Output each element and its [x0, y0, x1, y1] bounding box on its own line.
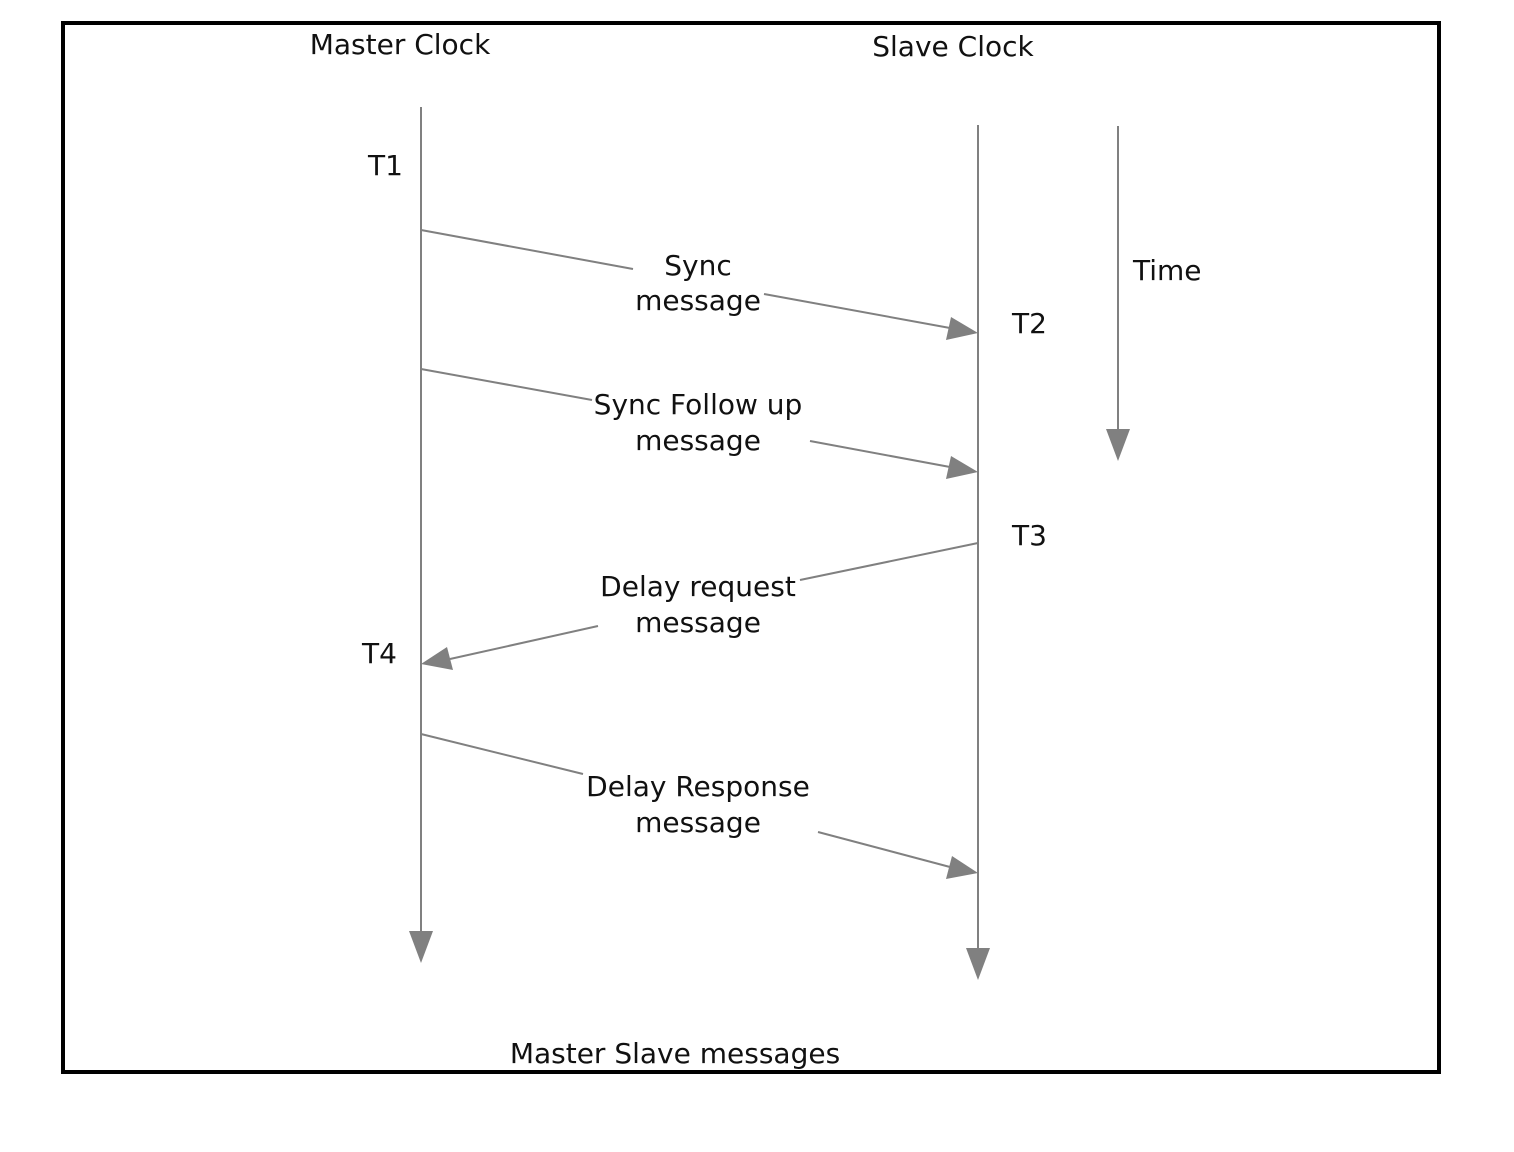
delay-request-arrow-segment-2	[449, 625, 599, 660]
timestamp-t1: T1	[367, 149, 403, 182]
sync-message-arrow-segment-2	[763, 293, 951, 329]
time-label: Time	[1132, 254, 1202, 287]
sync-message-label-line2: message	[635, 284, 761, 317]
slave-clock-label: Slave Clock	[872, 30, 1034, 63]
sync-message-label: Sync	[664, 249, 731, 282]
sync-follow-up-arrowhead	[946, 456, 978, 479]
delay-response-label: Delay Response	[586, 770, 810, 803]
delay-response-arrow-segment-2	[817, 831, 951, 868]
diagram-caption: Master Slave messages	[510, 1037, 840, 1070]
delay-response-label-line2: message	[635, 806, 761, 839]
delay-response-arrow-segment-1	[420, 733, 584, 775]
sync-follow-up-arrow-segment-1	[420, 368, 593, 401]
sync-follow-up-label: Sync Follow up	[594, 388, 803, 421]
diagram-frame	[61, 21, 1441, 1074]
sync-message-arrow-segment-1	[420, 229, 634, 270]
time-axis-arrowhead	[1106, 429, 1130, 461]
delay-response-arrowhead	[946, 856, 978, 879]
timestamp-t4: T4	[361, 637, 397, 670]
delay-request-label-line2: message	[635, 606, 761, 639]
timestamp-t3: T3	[1011, 519, 1047, 552]
sync-follow-up-label-line2: message	[635, 424, 761, 457]
delay-request-arrow-segment-1	[799, 542, 979, 581]
timestamp-t2: T2	[1011, 307, 1047, 340]
delay-request-arrowhead	[421, 647, 453, 670]
delay-request-label: Delay request	[600, 570, 796, 603]
sync-follow-up-arrow-segment-2	[809, 440, 951, 468]
master-clock-label: Master Clock	[310, 28, 491, 61]
master-lifeline-arrowhead	[409, 931, 433, 963]
slave-lifeline-arrowhead	[966, 948, 990, 980]
sync-message-arrowhead	[946, 317, 978, 340]
